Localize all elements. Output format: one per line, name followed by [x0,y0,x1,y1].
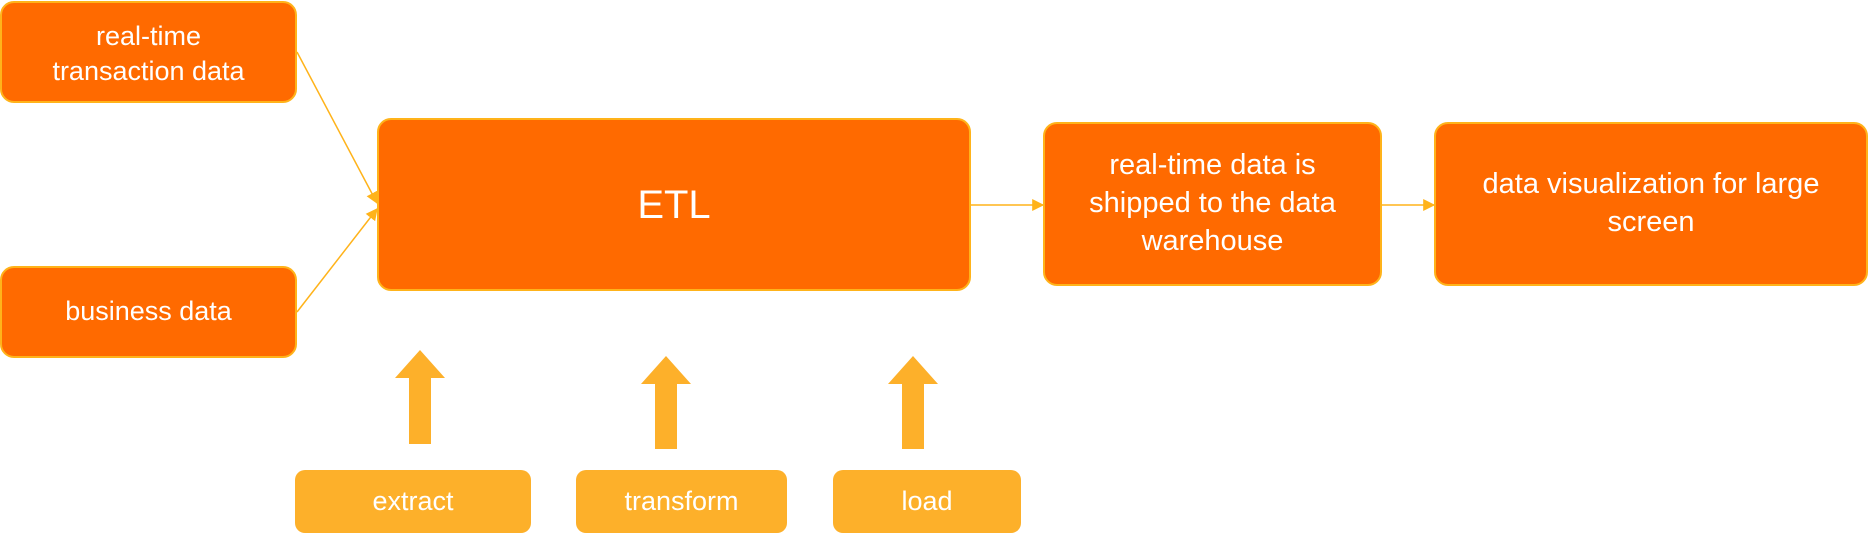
node-realtime-transaction-data: real-time transaction data [0,1,297,103]
up-arrow-load-icon [888,356,938,449]
node-load: load [833,470,1021,533]
node-label: business data [65,296,232,327]
node-label: load [901,485,953,516]
node-transform: transform [576,470,787,533]
node-label: extract [372,485,454,516]
node-label: transform [624,485,739,516]
node-label: ETL [637,182,711,227]
node-data-visualization: data visualization for large screen [1434,122,1868,286]
up-arrow-extract-icon [395,350,445,444]
node-extract: extract [295,470,531,533]
edge-business-to-etl [296,208,378,313]
node-label: data visualization for large screen [1482,168,1820,238]
node-label: real-time transaction data [52,20,245,86]
edge-realtime-to-etl [296,51,378,205]
node-etl: ETL [377,118,971,291]
node-business-data: business data [0,266,297,358]
node-data-warehouse: real-time data is shipped to the data wa… [1043,122,1382,286]
up-arrow-transform-icon [641,356,691,449]
node-label: real-time data is shipped to the data wa… [1089,149,1336,257]
